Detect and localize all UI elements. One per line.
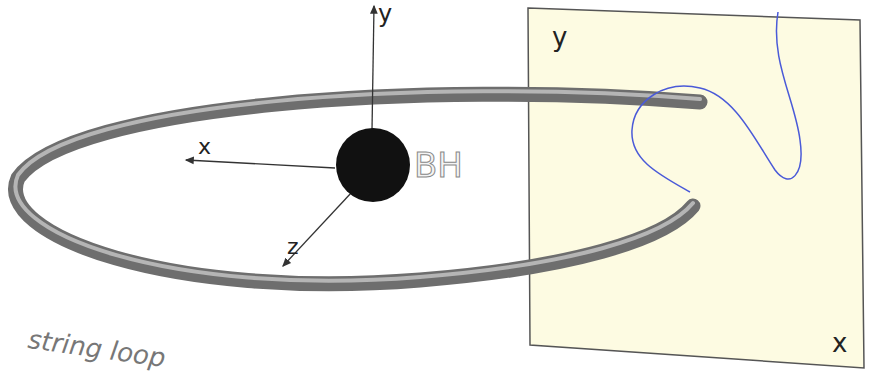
string-loop-label: string loop	[26, 326, 167, 371]
string-loop-tube	[15, 91, 700, 283]
black-hole	[336, 128, 410, 202]
y-axis	[372, 6, 374, 130]
axis-label: x	[198, 136, 211, 158]
black-hole-label: BH	[414, 148, 463, 182]
panel-axis-label: x	[832, 330, 847, 356]
panel-axis-label: y	[552, 24, 567, 50]
axis-label: y	[378, 2, 392, 26]
string-profile-curve	[632, 12, 801, 192]
x-axis	[186, 160, 335, 168]
projection-panel	[528, 8, 864, 368]
z-axis	[283, 192, 352, 266]
axis-label: z	[287, 236, 299, 258]
